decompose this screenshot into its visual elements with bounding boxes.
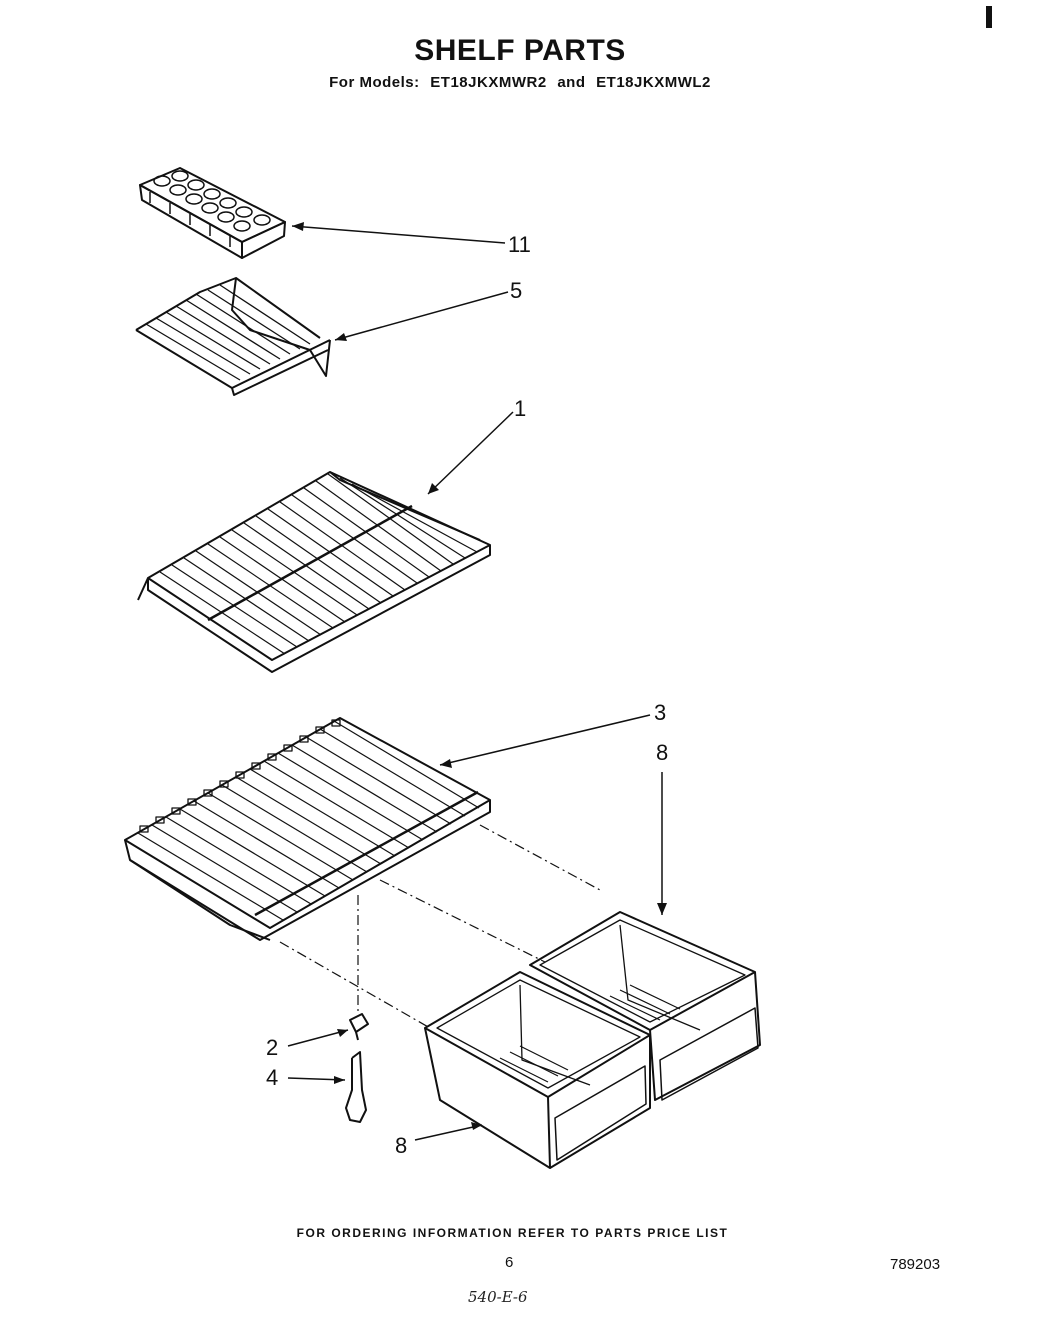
callout-crisper-cover-shelf: 3 <box>654 700 666 725</box>
callout-refrigerator-shelf: 1 <box>514 396 526 421</box>
crisper-drawer-right-drawing <box>529 911 761 1101</box>
handwritten-note: 540-E-6 <box>468 1288 528 1306</box>
callout-ice-tray: 11 <box>508 232 531 257</box>
callout-freezer-shelf: 5 <box>510 278 522 303</box>
callout-crisper-right: 8 <box>656 740 668 765</box>
subtitle-prefix: For Models: <box>329 74 420 91</box>
assembly-dashed-lines <box>279 824 601 1029</box>
ordering-info-note: FOR ORDERING INFORMATION REFER TO PARTS … <box>296 1226 729 1240</box>
document-number: 789203 <box>890 1256 941 1273</box>
callout-crisper-left: 8 <box>395 1133 407 1158</box>
corner-registration-mark <box>986 6 992 28</box>
subtitle-conjunction: and <box>557 74 586 91</box>
crisper-drawer-left-drawing <box>424 971 651 1169</box>
freezer-wire-shelf-drawing <box>135 277 331 396</box>
shelf-support-parts-drawing <box>345 1013 369 1123</box>
models-subtitle: For Models: ET18JKXMWR2 and ET18JKXMWL2 <box>0 74 1040 91</box>
callout-support-post: 4 <box>266 1065 278 1090</box>
callout-arrowheads <box>292 222 667 1130</box>
page-number: 6 <box>505 1254 514 1271</box>
refrigerator-shelf-drawing <box>137 471 491 673</box>
crisper-cover-shelf-drawing <box>124 717 491 941</box>
model-number-2: ET18JKXMWL2 <box>596 74 711 91</box>
callout-support-clip: 2 <box>266 1035 278 1060</box>
model-number-1: ET18JKXMWR2 <box>430 74 547 91</box>
callout-leader-lines <box>287 225 663 1141</box>
ice-tray-drawing <box>139 167 286 259</box>
page-title: SHELF PARTS <box>414 34 626 67</box>
